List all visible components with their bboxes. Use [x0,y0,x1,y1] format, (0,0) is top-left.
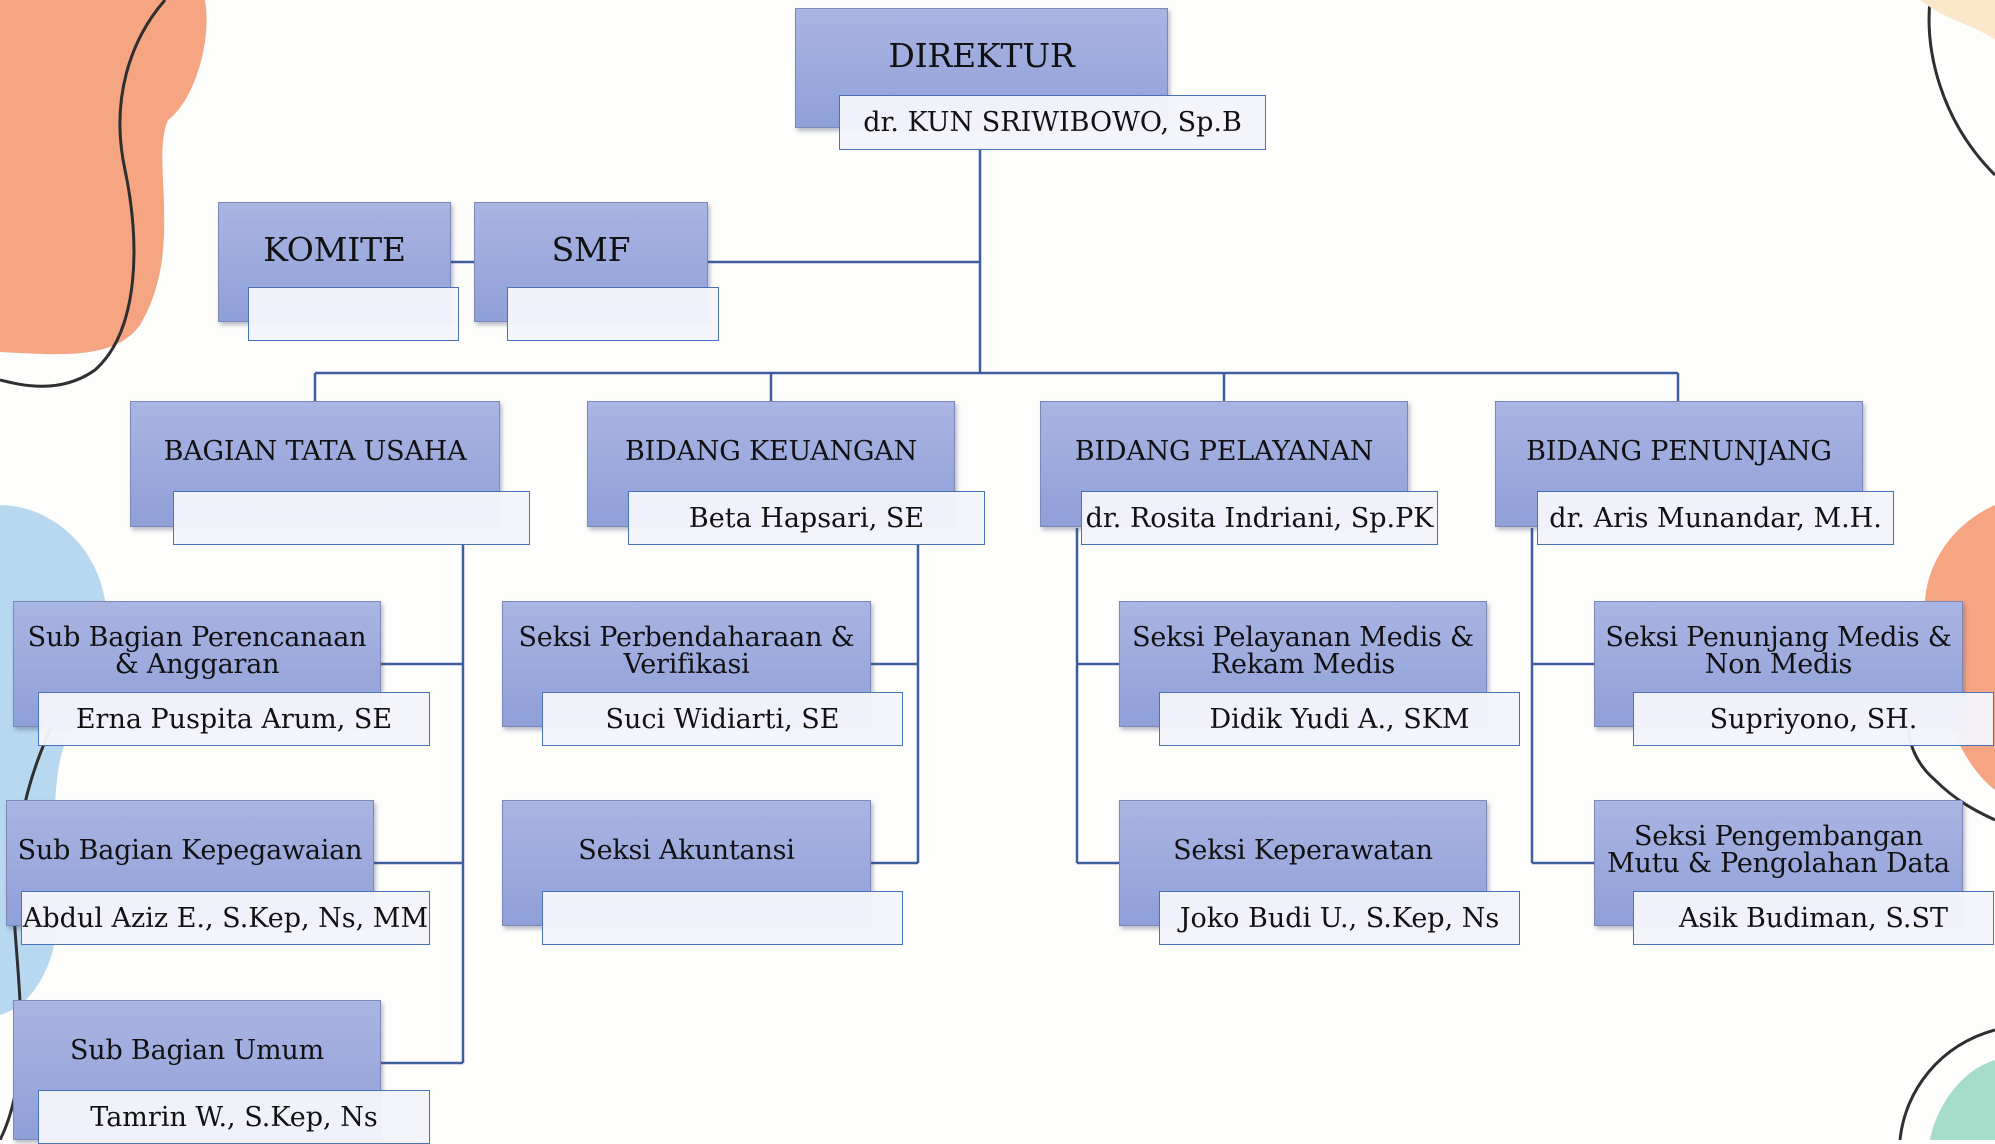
perbendaharaan-name: Suci Widiarti, SE [605,703,840,735]
outline-curve-bottom-right [1898,1028,1995,1140]
keuangan-title: BIDANG KEUANGAN [624,436,918,467]
akuntansi-name-box [542,891,903,945]
keperawatan-name-box: Joko Budi U., S.Kep, Ns [1159,891,1520,945]
pelayanan-title: BIDANG PELAYANAN [1074,436,1374,467]
pelayanan-name: dr. Rosita Indriani, Sp.PK [1085,502,1434,534]
penunjang-title: BIDANG PENUNJANG [1526,436,1832,467]
penunjang-medis-name-box: Supriyono, SH. [1633,692,1994,746]
connector-pelayanan-tree [1075,528,1119,865]
keuangan-name-box: Beta Hapsari, SE [628,491,985,545]
pengembangan-mutu-title: Seksi Pengembangan Mutu & Pengolahan Dat… [1607,821,1950,879]
penunjang-medis-title: Seksi Penunjang Medis & Non Medis [1605,622,1952,680]
komite-title: KOMITE [263,230,406,269]
perencanaan-name: Erna Puspita Arum, SE [75,703,393,735]
pelayanan-medis-title: Seksi Pelayanan Medis & Rekam Medis [1132,622,1474,680]
pelayanan-name-box: dr. Rosita Indriani, Sp.PK [1081,491,1438,545]
smf-name-box [507,287,719,341]
outline-curve-top-left [0,0,167,388]
peach-blob-top-right [1920,0,1995,40]
umum-name: Tamrin W., S.Kep, Ns [90,1101,378,1133]
keuangan-name: Beta Hapsari, SE [688,502,925,534]
kepegawaian-title: Sub Bagian Kepegawaian [17,835,363,866]
perencanaan-name-box: Erna Puspita Arum, SE [38,692,430,746]
perencanaan-title: Sub Bagian Perencanaan & Anggaran [27,622,367,680]
keperawatan-name: Joko Budi U., S.Kep, Ns [1179,902,1500,934]
penunjang-name: dr. Aris Munandar, M.H. [1549,502,1882,534]
direktur-name: dr. KUN SRIWIBOWO, Sp.B [863,107,1242,138]
direktur-title: DIREKTUR [888,36,1075,75]
tata-usaha-title: BAGIAN TATA USAHA [163,436,467,467]
orange-blob-top-left [0,0,207,355]
umum-name-box: Tamrin W., S.Kep, Ns [38,1090,430,1144]
tata-usaha-name-box [173,491,530,545]
pengembangan-mutu-name: Asik Budiman, S.ST [1679,902,1948,934]
komite-name-box [248,287,459,341]
penunjang-medis-name: Supriyono, SH. [1709,703,1918,735]
direktur-name-box: dr. KUN SRIWIBOWO, Sp.B [839,95,1266,150]
kepegawaian-name: Abdul Aziz E., S.Kep, Ns, MM [22,902,429,934]
smf-title: SMF [551,230,631,269]
kepegawaian-name-box: Abdul Aziz E., S.Kep, Ns, MM [21,891,430,945]
pelayanan-medis-name-box: Didik Yudi A., SKM [1159,692,1520,746]
pelayanan-medis-name: Didik Yudi A., SKM [1209,703,1470,735]
teal-blob-bottom-right [1930,1060,1995,1140]
perbendaharaan-name-box: Suci Widiarti, SE [542,692,903,746]
pengembangan-mutu-name-box: Asik Budiman, S.ST [1633,891,1994,945]
penunjang-name-box: dr. Aris Munandar, M.H. [1537,491,1894,545]
perbendaharaan-title: Seksi Perbendaharaan & Verifikasi [518,622,855,680]
akuntansi-title: Seksi Akuntansi [578,835,795,866]
connector-tata-usaha-tree [374,543,465,1065]
connector-penunjang-tree [1530,528,1594,865]
umum-title: Sub Bagian Umum [69,1035,325,1066]
connector-keuangan-tree [871,543,920,865]
outline-curve-top-right [1927,0,1995,177]
keperawatan-title: Seksi Keperawatan [1173,835,1433,866]
